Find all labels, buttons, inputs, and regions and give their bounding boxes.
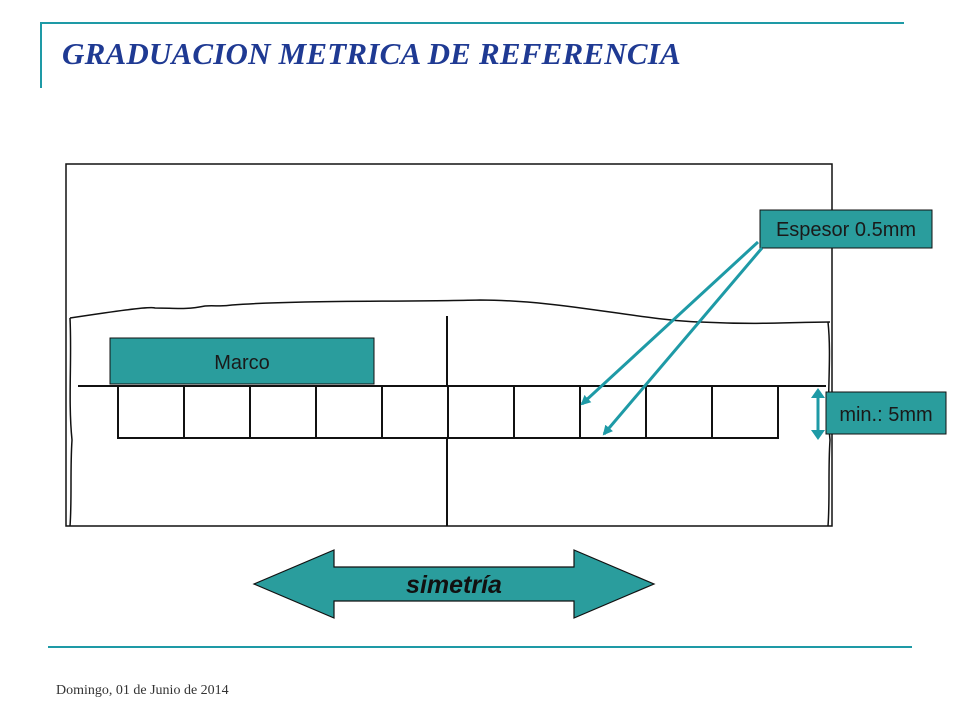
espesor-label: Espesor 0.5mm <box>776 219 916 241</box>
graduation-cell <box>249 385 317 439</box>
min-label: min.: 5mm <box>839 404 932 426</box>
graduation-cell <box>117 385 185 439</box>
page-title: GRADUACION METRICA DE REFERENCIA <box>62 36 681 71</box>
symmetry-double-arrow <box>252 549 656 619</box>
wavy-right-edge <box>827 321 831 527</box>
espesor-box <box>759 209 933 249</box>
graduation-cell <box>447 385 515 439</box>
espesor-pointer-arrow-2 <box>602 247 764 436</box>
graduation-cell <box>579 385 647 439</box>
footer-date: Domingo, 01 de Junio de 2014 <box>56 683 229 698</box>
graduation-cell <box>711 385 779 439</box>
min-box <box>825 391 947 435</box>
symmetry-label: simetría <box>406 571 502 599</box>
title-accent-rule-vertical <box>40 22 42 88</box>
height-double-arrow <box>811 388 825 440</box>
graduation-cells <box>117 385 779 439</box>
graduation-cell <box>645 385 713 439</box>
footer-accent-rule <box>48 646 912 648</box>
title-accent-rule-horizontal <box>40 22 904 24</box>
graduation-cell <box>183 385 251 439</box>
marco-box <box>109 337 375 385</box>
marco-label: Marco <box>214 352 270 374</box>
wavy-left-edge <box>69 317 73 527</box>
espesor-pointer-arrow-1 <box>580 240 760 406</box>
graduation-cell <box>513 385 581 439</box>
outer-frame <box>65 163 833 527</box>
graduation-cell <box>381 385 449 439</box>
graduation-cell <box>315 385 383 439</box>
